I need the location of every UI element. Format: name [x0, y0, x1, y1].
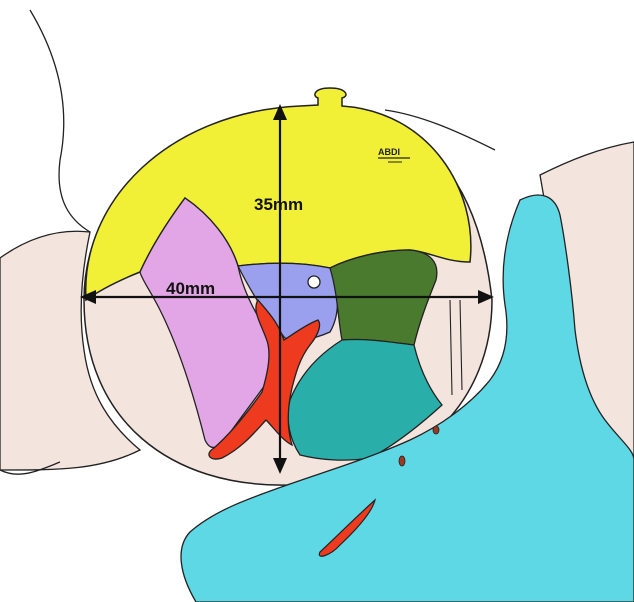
- outline-upper-left: [30, 10, 90, 232]
- dot-mark-2: [399, 456, 405, 466]
- corner-tag-label: ABDI: [378, 147, 400, 157]
- height-label: 35mm: [254, 195, 303, 214]
- dot-mark-1: [433, 426, 439, 434]
- width-label: 40mm: [166, 279, 215, 298]
- circle-marker: [308, 276, 320, 288]
